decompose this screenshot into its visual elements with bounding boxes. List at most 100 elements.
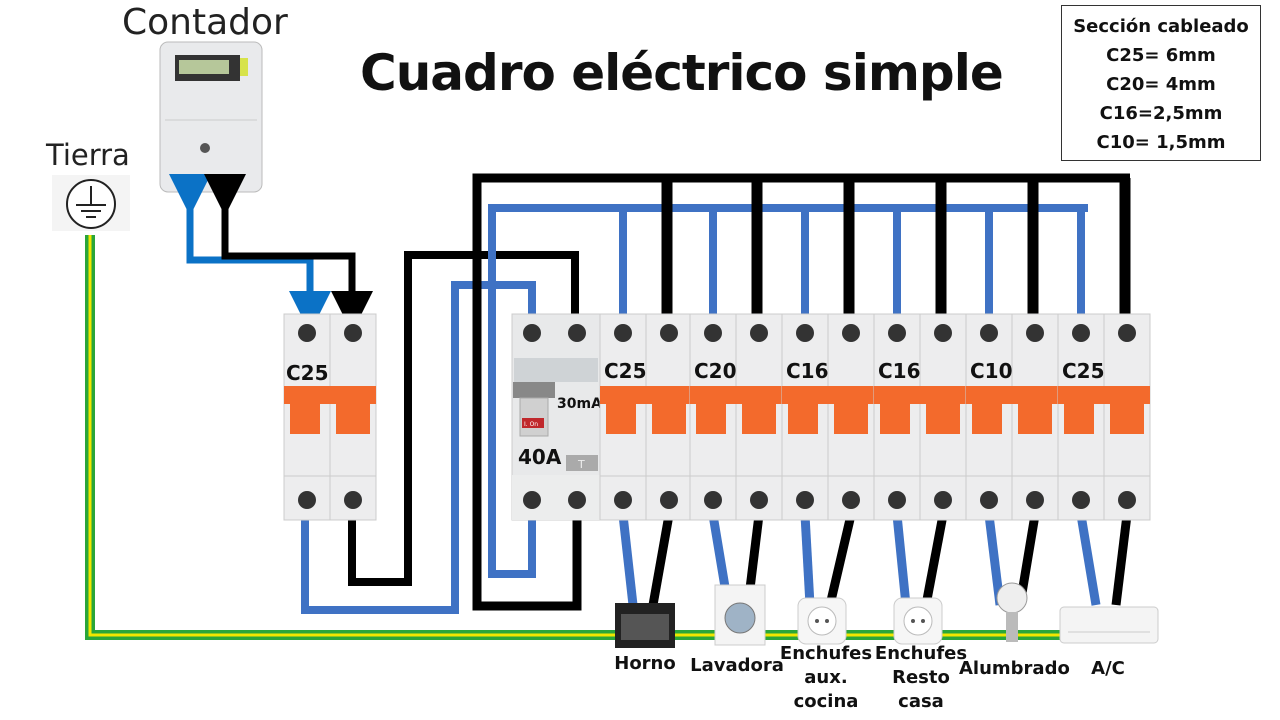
oven-icon: [615, 603, 675, 648]
load-label-line: Alumbrado: [959, 658, 1070, 679]
terminal-screw-icon: [704, 324, 722, 342]
terminal-screw-icon: [1072, 324, 1090, 342]
breaker-handle[interactable]: [782, 386, 874, 404]
terminal-screw-icon: [796, 491, 814, 509]
ground-symbol-icon: [52, 175, 130, 231]
main-breaker-label: C25: [286, 361, 329, 385]
terminal-screw-icon: [298, 324, 316, 342]
terminal-screw-icon: [1026, 324, 1044, 342]
meter-label: Contador: [122, 2, 288, 43]
wire-section-line: C10= 1,5mm: [1096, 132, 1226, 153]
load-label: Horno: [590, 652, 700, 676]
rcd-lever[interactable]: [522, 418, 544, 428]
breaker-handle[interactable]: [874, 386, 966, 404]
load-label: Alumbrado: [959, 657, 1070, 681]
breaker-label: C16: [878, 359, 921, 383]
breaker-6[interactable]: [1057, 313, 1151, 521]
load-label-line: Enchufes: [779, 643, 873, 664]
load-label-line: aux.: [804, 667, 848, 688]
socket-icon: [893, 597, 943, 645]
differential-switch[interactable]: I. On T: [511, 313, 601, 521]
phase-bus: [472, 173, 1130, 611]
socket-icon: [797, 597, 847, 645]
terminal-screw-icon: [750, 491, 768, 509]
breaker-3[interactable]: [781, 313, 875, 521]
breaker-2[interactable]: [689, 313, 783, 521]
load-phase-wire: [648, 514, 674, 606]
terminal-screw-icon: [1118, 491, 1136, 509]
terminal-screw-icon: [704, 491, 722, 509]
breaker-label: C25: [604, 359, 647, 383]
main-breaker-handle[interactable]: [284, 386, 376, 404]
breaker-label: C25: [1062, 359, 1105, 383]
load-neutral-wire: [984, 514, 1005, 606]
load-neutral-wire: [1076, 514, 1101, 606]
wire-section-line: C25= 6mm: [1106, 45, 1216, 66]
terminal-screw-icon: [660, 491, 678, 509]
wire-section-line: C20= 4mm: [1106, 74, 1216, 95]
wire-section-heading: Sección cableado: [1073, 16, 1249, 37]
breaker-handle[interactable]: [600, 386, 692, 404]
load-neutral-wire: [618, 514, 638, 606]
breaker-handle[interactable]: [1058, 386, 1150, 404]
breaker-4[interactable]: [873, 313, 967, 521]
terminal-screw-icon: [344, 491, 362, 509]
breaker-handle[interactable]: [966, 386, 1058, 404]
appliances: [615, 582, 1159, 648]
load-label-line: casa: [898, 691, 944, 712]
breaker-handle[interactable]: [690, 386, 782, 404]
load-label-line: Horno: [614, 653, 676, 674]
bus-drops: [619, 178, 1131, 318]
energy-meter-icon: [159, 41, 263, 193]
meter-phase-wire: [204, 174, 373, 333]
terminal-screw-icon: [750, 324, 768, 342]
load-neutral-wire: [892, 514, 911, 606]
air-conditioner-icon: [1059, 606, 1159, 644]
load-phase-wire: [921, 514, 948, 606]
terminal-screw-icon: [1118, 324, 1136, 342]
terminal-screw-icon: [298, 491, 316, 509]
terminal-screw-icon: [842, 324, 860, 342]
light-bulb-icon: [996, 582, 1028, 642]
wire-section-line: C16=2,5mm: [1099, 103, 1223, 124]
terminal-screw-icon: [614, 491, 632, 509]
load-label: A/C: [1053, 657, 1163, 681]
terminal-screw-icon: [934, 324, 952, 342]
breaker-5[interactable]: [965, 313, 1059, 521]
load-label-line: A/C: [1091, 658, 1125, 679]
output-wires: [618, 513, 1132, 607]
rcd-test-label: T: [577, 458, 585, 471]
terminal-screw-icon: [934, 491, 952, 509]
terminal-screw-icon: [842, 491, 860, 509]
load-neutral-wire: [800, 514, 815, 606]
breaker-1[interactable]: [599, 313, 693, 521]
neutral-bus: [488, 204, 1088, 578]
rcd-sensitivity: 30mA: [557, 396, 602, 412]
load-label-line: Resto: [892, 667, 950, 688]
load-label-line: Lavadora: [690, 655, 784, 676]
breaker-label: C20: [694, 359, 737, 383]
rcd-rating: 40A: [518, 445, 562, 469]
terminal-screw-icon: [980, 491, 998, 509]
washing-machine-icon: [714, 584, 766, 646]
rcd-test-button[interactable]: [566, 455, 598, 471]
terminal-screw-icon: [344, 324, 362, 342]
breaker-label: C16: [786, 359, 829, 383]
page-title: Cuadro eléctrico simple: [360, 44, 1004, 102]
terminal-screw-icon: [614, 324, 632, 342]
terminal-screw-icon: [1072, 491, 1090, 509]
terminal-screw-icon: [796, 324, 814, 342]
breakers: C25 C20 C16 C16 C10 C25: [599, 313, 1151, 521]
load-label-line: Enchufes: [874, 643, 968, 664]
main-breaker[interactable]: [283, 313, 377, 521]
terminal-screw-icon: [888, 491, 906, 509]
phase-main-to-rcd: [348, 251, 579, 586]
neutral-main-to-rcd: [301, 281, 536, 614]
terminal-screw-icon: [888, 324, 906, 342]
load-phase-wire: [1111, 514, 1132, 606]
terminal-screw-icon: [660, 324, 678, 342]
breaker-label: C10: [970, 359, 1013, 383]
